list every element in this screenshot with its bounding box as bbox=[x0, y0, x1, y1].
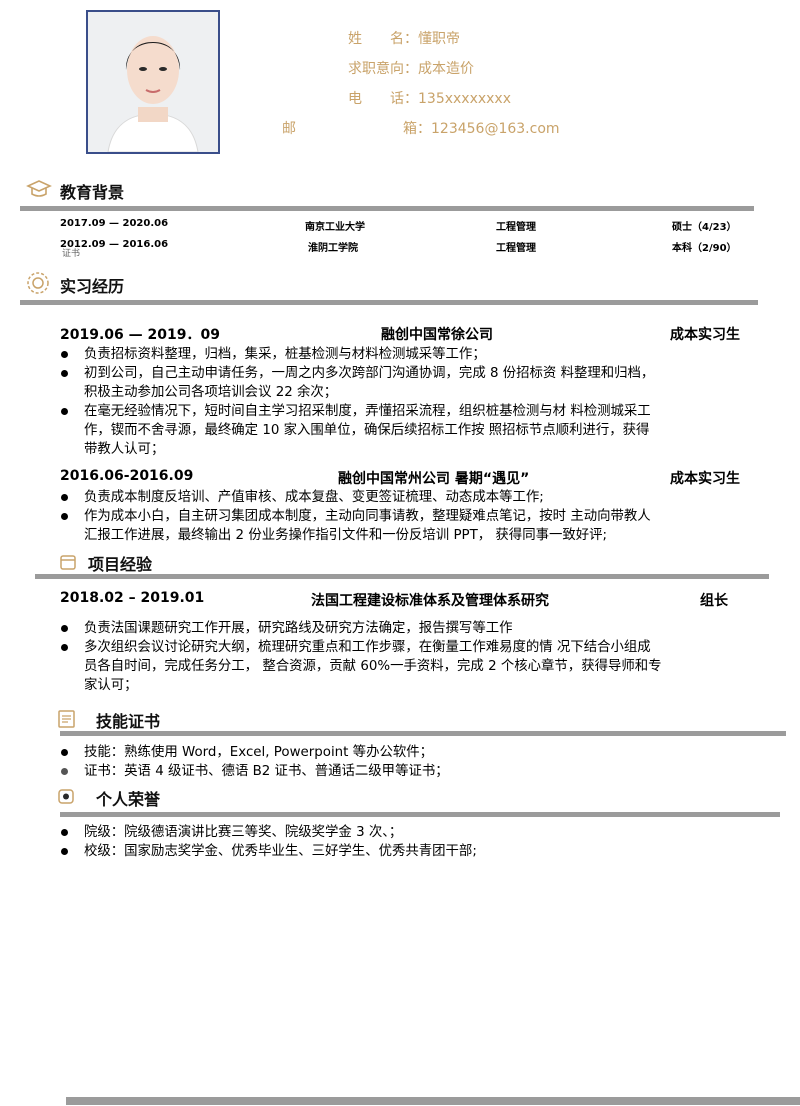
honors-divider bbox=[60, 812, 780, 817]
email-label-b: 箱： bbox=[403, 121, 431, 137]
list-item-continuation: 家认可； bbox=[84, 678, 138, 693]
email-value: 123456@163.com bbox=[431, 121, 560, 137]
list-item-continuation: 作，锲而不舍寻源，最终确定 10 家入围单位，确保后续招标工作按 照招标节点顺利… bbox=[84, 423, 650, 438]
phone-label: 电 话： bbox=[348, 91, 418, 107]
folder-icon bbox=[58, 552, 82, 574]
edu-row-1-degree: 硕士（4/23） bbox=[672, 222, 737, 233]
list-item: 校级：国家励志奖学金、优秀毕业生、三好学生、优秀共青团干部; bbox=[61, 842, 477, 861]
education-divider bbox=[20, 206, 754, 211]
email-line-right: 箱：123456@163.com bbox=[403, 118, 560, 138]
intention-value: 成本造价 bbox=[418, 61, 474, 77]
name-line: 姓 名：懂职帝 bbox=[348, 28, 460, 48]
intention-line: 求职意向：成本造价 bbox=[348, 58, 474, 78]
internship-divider bbox=[20, 300, 758, 305]
list-item: 证书：英语 4 级证书、德语 B2 证书、普通话二级甲等证书； bbox=[61, 762, 449, 781]
honors-details: 院级：院级德语演讲比赛三等奖、院级奖学金 3 次、； 校级：国家励志奖学金、优秀… bbox=[61, 823, 477, 861]
email-label-a: 邮 bbox=[282, 121, 296, 137]
list-item-continuation: 员各自时间，完成任务分工， 整合资源，贡献 60%一手资料，完成 2 个核心章节… bbox=[84, 659, 662, 674]
internship-title: 实习经历 bbox=[60, 277, 125, 296]
email-line: 邮 bbox=[282, 118, 296, 138]
list-item: 负责招标资料整理，归档，集采，桩基检测与材料检测城采等工作； bbox=[61, 345, 654, 364]
list-item-continuation: 带教人认可； bbox=[84, 442, 165, 457]
overlap-note: 证书 bbox=[62, 249, 81, 259]
project-divider bbox=[35, 574, 769, 579]
skills-divider bbox=[60, 731, 786, 736]
intention-label: 求职意向： bbox=[348, 61, 418, 77]
list-item-continuation: 积极主动参加公司各项培训会议 22 余次； bbox=[84, 385, 338, 400]
job-2-details: 负责成本制度反培训、产值审核、成本复盘、变更签证梳理、动态成本等工作; 作为成本… bbox=[61, 488, 651, 545]
education-title: 教育背景 bbox=[60, 183, 125, 202]
project-name: 法国工程建设标准体系及管理体系研究 bbox=[311, 593, 549, 609]
list-item: 负责法国课题研究工作开展，研究路线及研究方法确定，报告撰写等工作 bbox=[61, 619, 662, 638]
list-item: 院级：院级德语演讲比赛三等奖、院级奖学金 3 次、； bbox=[61, 823, 477, 842]
job-1-details: 负责招标资料整理，归档，集采，桩基检测与材料检测城采等工作； 初到公司，自己主动… bbox=[61, 345, 654, 459]
medal-icon bbox=[56, 786, 80, 808]
list-item-continuation: 汇报工作进展，最终输出 2 份业务操作指引文件和一份反培训 PPT， 获得同事一… bbox=[84, 528, 608, 543]
list-item: 负责成本制度反培训、产值审核、成本复盘、变更签证梳理、动态成本等工作; bbox=[61, 488, 651, 507]
honors-title: 个人荣誉 bbox=[96, 790, 161, 809]
job-1-period: 2019.06 — 2019．09 bbox=[60, 327, 220, 343]
edu-row-2-school: 淮阴工学院 bbox=[308, 243, 358, 254]
job-1-role: 成本实习生 bbox=[670, 327, 740, 343]
skills-details: 技能：熟练使用 Word，Excel, Powerpoint 等办公软件； 证书… bbox=[61, 743, 449, 781]
edu-row-2-period: 2012.09 — 2016.06 bbox=[60, 239, 169, 250]
graduation-cap-icon bbox=[26, 178, 52, 200]
job-1-company: 融创中国常徐公司 bbox=[381, 327, 493, 343]
skills-title: 技能证书 bbox=[96, 712, 161, 731]
name-value: 懂职帝 bbox=[418, 31, 460, 47]
list-item: 多次组织会议讨论研究大纲，梳理研究重点和工作步骤，在衡量工作难易度的情 况下结合… bbox=[61, 638, 662, 657]
edu-row-1-period: 2017.09 — 2020.06 bbox=[60, 218, 169, 229]
project-title: 项目经验 bbox=[88, 555, 153, 574]
footer-divider bbox=[66, 1097, 800, 1105]
edu-row-1-major: 工程管理 bbox=[496, 222, 536, 233]
list-item: 初到公司，自己主动申请任务，一周之内多次跨部门沟通协调，完成 8 份招标资 料整… bbox=[61, 364, 654, 383]
project-period: 2018.02 – 2019.01 bbox=[60, 590, 205, 606]
phone-line: 电 话：135xxxxxxxx bbox=[348, 88, 511, 108]
edu-row-2-degree: 本科（2/90） bbox=[672, 243, 737, 254]
edu-row-2-major: 工程管理 bbox=[496, 243, 536, 254]
job-2-role: 成本实习生 bbox=[670, 471, 740, 487]
profile-photo bbox=[86, 10, 220, 154]
project-details: 负责法国课题研究工作开展，研究路线及研究方法确定，报告撰写等工作 多次组织会议讨… bbox=[61, 619, 662, 695]
job-2-period: 2016.06-2016.09 bbox=[60, 468, 194, 484]
certificate-icon bbox=[56, 708, 80, 730]
list-item: 技能：熟练使用 Word，Excel, Powerpoint 等办公软件； bbox=[61, 743, 449, 762]
project-role: 组长 bbox=[700, 593, 728, 609]
job-2-company: 融创中国常州公司 暑期“遇见” bbox=[338, 471, 530, 487]
phone-value: 135xxxxxxxx bbox=[418, 91, 512, 107]
avatar-image bbox=[88, 12, 218, 152]
edu-row-1-school: 南京工业大学 bbox=[305, 222, 365, 233]
name-label: 姓 名： bbox=[348, 31, 418, 47]
badge-icon bbox=[26, 271, 50, 294]
list-item: 在毫无经验情况下，短时间自主学习招采制度，弄懂招采流程，组织桩基检测与材 料检测… bbox=[61, 402, 654, 421]
list-item: 作为成本小白，自主研习集团成本制度，主动向同事请教，整理疑难点笔记，按时 主动向… bbox=[61, 507, 651, 526]
